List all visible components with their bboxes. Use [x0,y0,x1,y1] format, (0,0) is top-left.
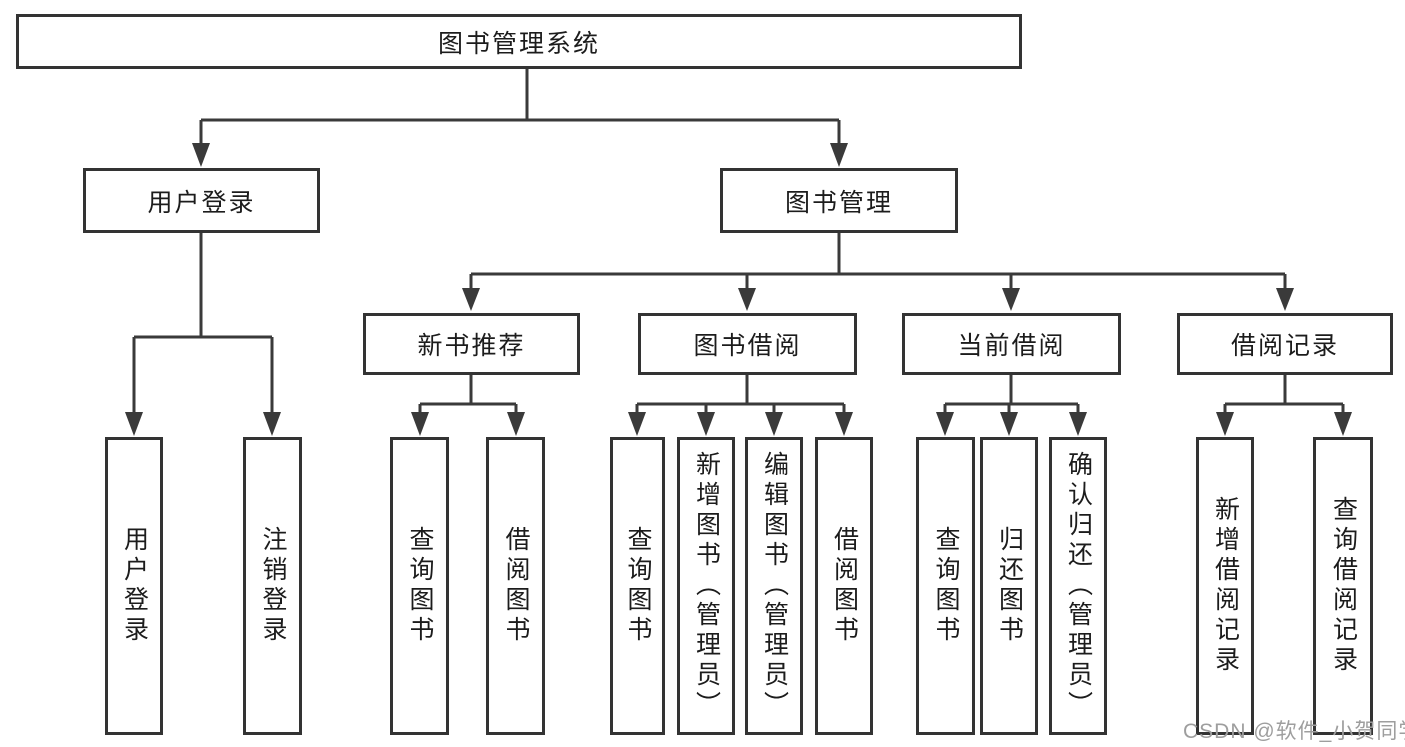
leaf-edit-book-admin-label: 编辑图书（管理员） [760,451,789,721]
connector-bookborrow-to-leaves [628,375,853,436]
leaf-confirm-return-admin-label: 确认归还（管理员） [1064,451,1093,721]
leaf-current-query-book: 查询图书 [916,437,975,735]
leaf-query-borrow-record-label: 查询借阅记录 [1329,496,1358,676]
leaf-recommend-query-book-label: 查询图书 [406,526,434,646]
arrowhead-icon [1216,412,1234,436]
leaf-borrow-book: 借阅图书 [815,437,873,735]
connector-bookmgmt-to-level3 [462,233,1294,311]
leaf-logout-label: 注销登录 [259,526,287,646]
node-book-management: 图书管理 [720,168,958,233]
csdn-watermark: CSDN @软件_小贺同学 [1183,720,1405,743]
leaf-return-book: 归还图书 [980,437,1038,735]
leaf-add-borrow-record-label: 新增借阅记录 [1211,496,1240,676]
arrowhead-icon [192,143,210,167]
arrowhead-icon [628,412,646,436]
arrowhead-icon [765,412,783,436]
node-book-borrow-label: 图书借阅 [693,332,802,360]
node-book-borrow: 图书借阅 [638,313,857,375]
arrowhead-icon [1334,412,1352,436]
connector-currentborrow-to-leaves [936,375,1087,436]
leaf-logout: 注销登录 [243,437,302,735]
node-user-login: 用户登录 [83,168,320,233]
arrowhead-icon [1002,288,1020,311]
node-book-management-label: 图书管理 [784,188,893,217]
arrowhead-icon [738,288,756,311]
node-current-borrow: 当前借阅 [902,313,1121,375]
arrowhead-icon [1069,412,1087,436]
leaf-current-query-book-label: 查询图书 [932,526,960,646]
arrowhead-icon [697,412,715,436]
arrowhead-icon [830,143,848,167]
node-root: 图书管理系统 [16,14,1022,69]
arrowhead-icon [835,412,853,436]
node-root-label: 图书管理系统 [437,29,600,58]
leaf-edit-book-admin: 编辑图书（管理员） [745,437,803,735]
node-borrow-record-label: 借阅记录 [1230,332,1339,360]
connector-newbookrec-to-leaves [411,375,525,436]
connector-userlogin-to-leaves [125,233,281,436]
arrowhead-icon [936,412,954,436]
leaf-recommend-borrow-book: 借阅图书 [486,437,545,735]
leaf-confirm-return-admin: 确认归还（管理员） [1049,437,1107,735]
leaf-add-book-admin: 新增图书（管理员） [677,437,735,735]
arrowhead-icon [411,412,429,436]
leaf-borrow-book-label: 借阅图书 [830,526,859,646]
node-user-login-label: 用户登录 [147,188,256,217]
leaf-add-borrow-record: 新增借阅记录 [1196,437,1254,735]
leaf-query-borrow-record: 查询借阅记录 [1313,437,1373,735]
connector-root-to-level2 [192,69,848,167]
node-new-book-recommend: 新书推荐 [363,313,580,375]
leaf-user-login-label: 用户登录 [120,526,149,646]
arrowhead-icon [1276,288,1294,311]
connector-borrowrecord-to-leaves [1216,375,1352,436]
node-new-book-recommend-label: 新书推荐 [417,332,526,360]
arrowhead-icon [125,412,143,436]
arrowhead-icon [263,412,281,436]
node-borrow-record: 借阅记录 [1177,313,1393,375]
arrowhead-icon [462,288,480,311]
leaf-user-login: 用户登录 [105,437,163,735]
node-current-borrow-label: 当前借阅 [957,332,1066,360]
arrowhead-icon [1000,412,1018,436]
leaf-recommend-query-book: 查询图书 [390,437,449,735]
leaf-return-book-label: 归还图书 [995,526,1024,646]
leaf-borrow-query-book: 查询图书 [610,437,665,735]
leaf-borrow-query-book-label: 查询图书 [624,526,652,646]
leaf-add-book-admin-label: 新增图书（管理员） [692,451,721,721]
arrowhead-icon [507,412,525,436]
leaf-recommend-borrow-book-label: 借阅图书 [502,526,530,646]
